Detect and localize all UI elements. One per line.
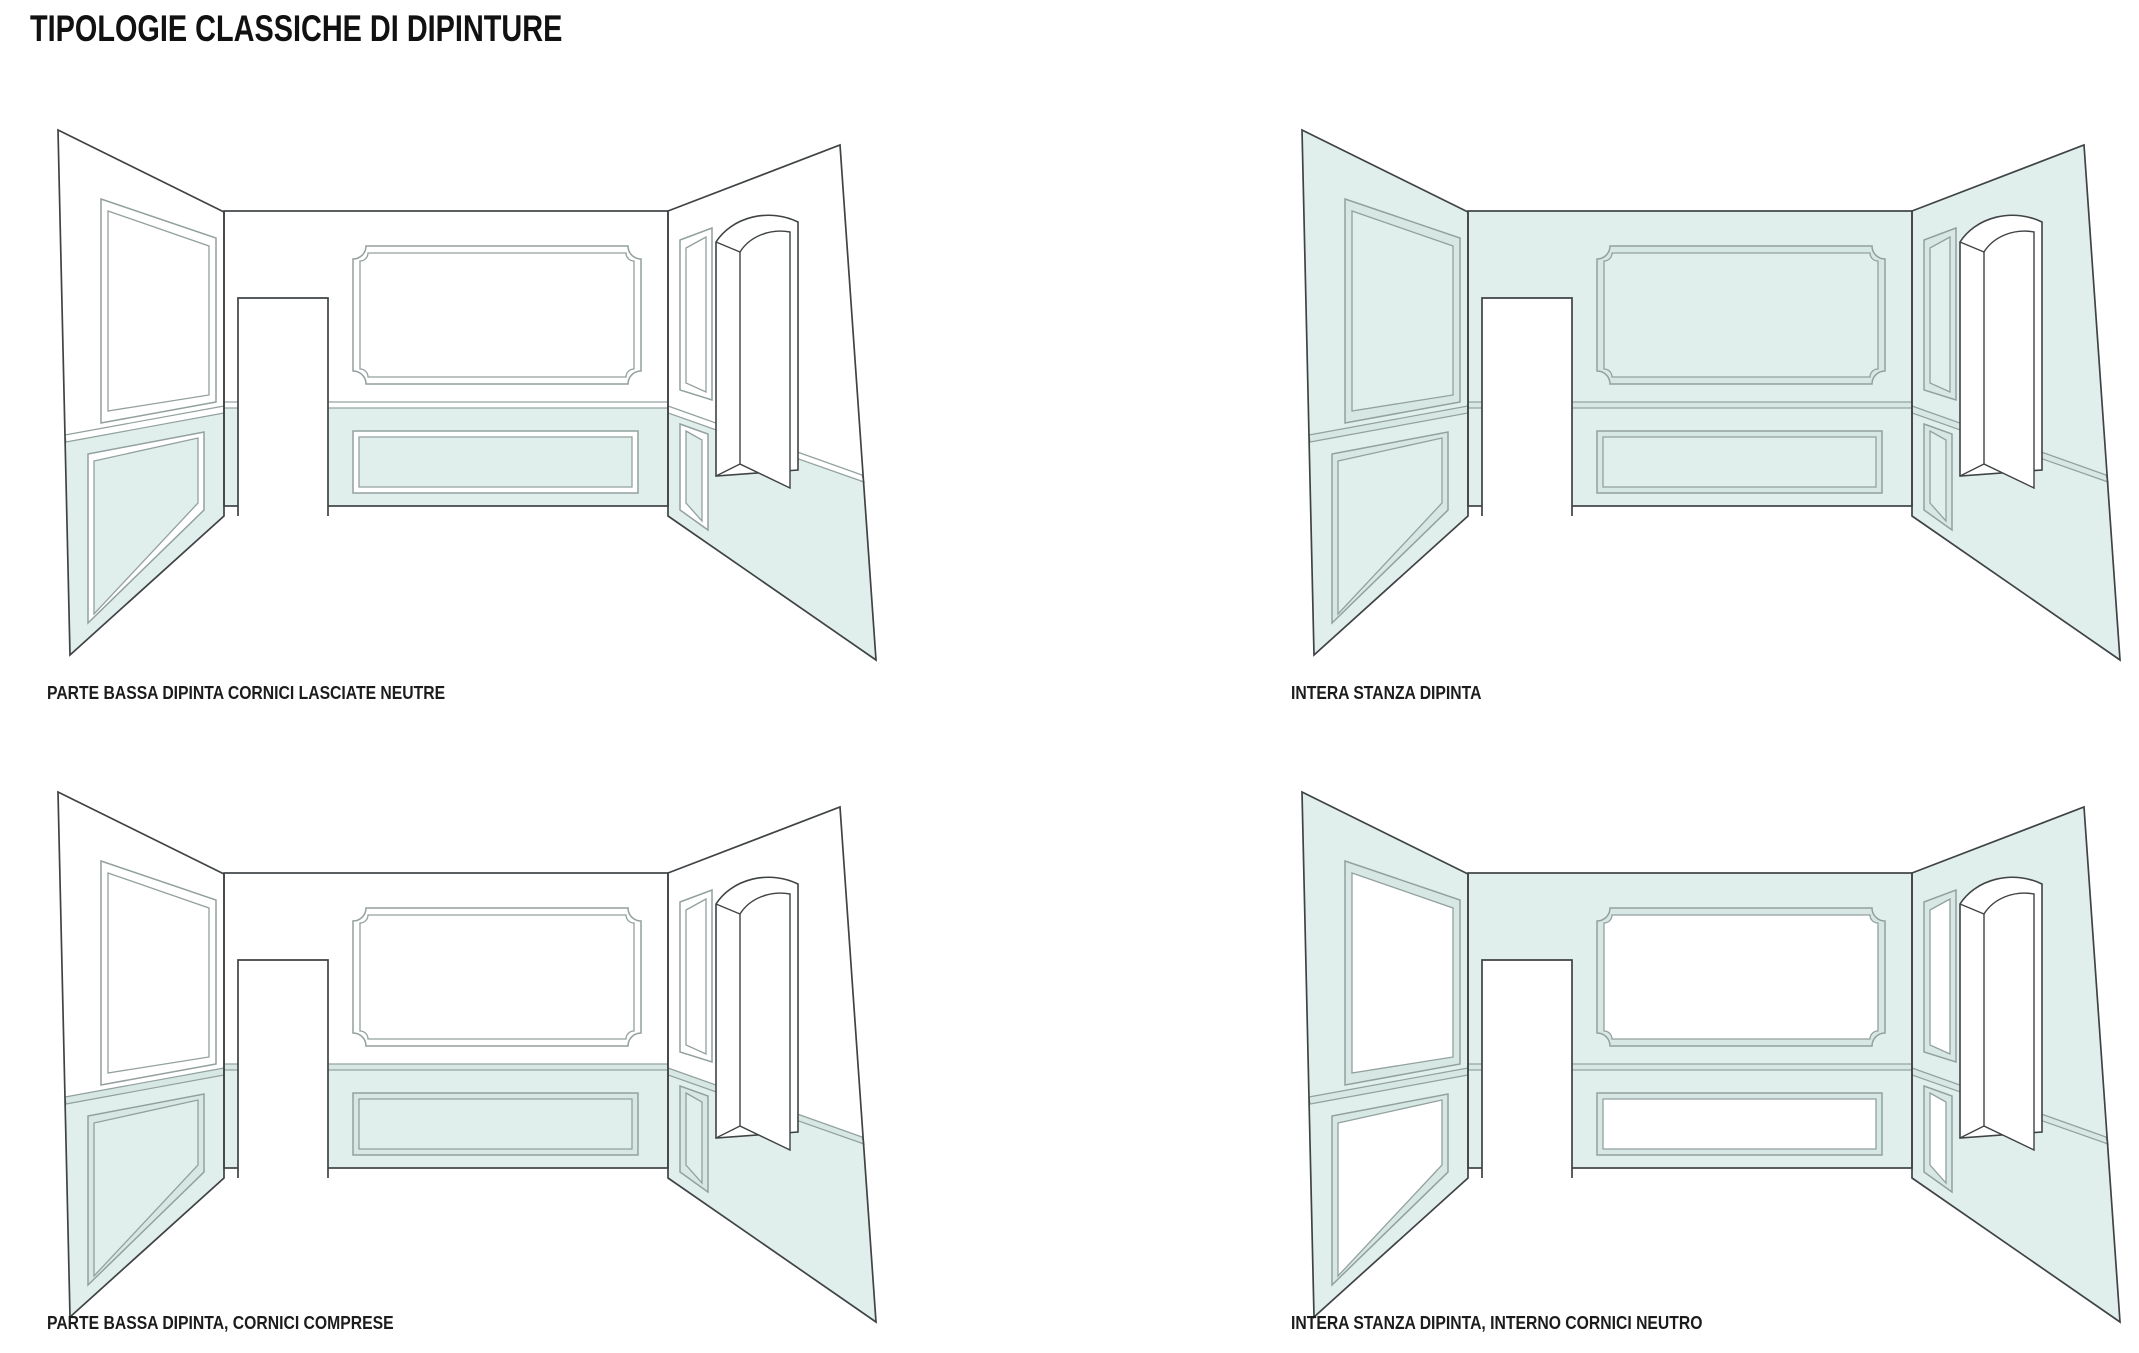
panel-molding-center-lower bbox=[1596, 430, 1883, 494]
page-title: TIPOLOGIE CLASSICHE DI DIPINTURE bbox=[30, 8, 713, 50]
panel-molding-left-upper bbox=[1344, 197, 1461, 424]
window-glass bbox=[1983, 892, 2035, 1152]
panel-molding-right-lower bbox=[679, 422, 709, 532]
door-opening bbox=[237, 959, 329, 1178]
arched-window bbox=[715, 214, 799, 490]
panel-molding-center-upper bbox=[1596, 245, 1886, 385]
panel-molding-left-upper bbox=[100, 859, 217, 1086]
diagram-cell-parte-bassa-cornici-neutre: PARTE BASSA DIPINTA CORNICI LASCIATE NEU… bbox=[40, 90, 890, 730]
panel-molding-right-upper bbox=[1923, 226, 1957, 402]
diagram-cell-intera-stanza-interno-neutro: INTERA STANZA DIPINTA, INTERNO CORNICI N… bbox=[1284, 752, 2134, 1353]
left-wall-outline bbox=[1301, 128, 1469, 657]
diagram-cell-intera-stanza-dipinta: INTERA STANZA DIPINTA bbox=[1284, 90, 2134, 730]
panel-molding-center-upper bbox=[352, 245, 642, 385]
panel-molding-right-lower bbox=[1923, 1084, 1953, 1194]
right-wall-outline bbox=[1911, 143, 2121, 662]
window-glass bbox=[739, 892, 791, 1152]
panel-molding-center-upper bbox=[352, 907, 642, 1047]
panel-molding-center-lower bbox=[352, 430, 639, 494]
arched-window bbox=[1959, 876, 2043, 1152]
window-glass bbox=[739, 230, 791, 490]
left-wall-outline bbox=[1301, 790, 1469, 1319]
panel-molding-left-lower bbox=[87, 1093, 205, 1287]
left-wall-outline bbox=[57, 128, 225, 657]
right-wall-outline bbox=[1911, 805, 2121, 1324]
diagram-cell-parte-bassa-cornici-comprese: PARTE BASSA DIPINTA, CORNICI COMPRESE bbox=[40, 752, 890, 1353]
panel-molding-right-upper bbox=[1923, 888, 1957, 1064]
room-perspective-diagram bbox=[1301, 128, 2121, 662]
door-opening bbox=[1481, 959, 1573, 1178]
panel-molding-left-upper bbox=[1344, 859, 1461, 1086]
room-perspective-diagram bbox=[1301, 790, 2121, 1324]
panel-molding-right-upper bbox=[679, 226, 713, 402]
diagram-caption: PARTE BASSA DIPINTA CORNICI LASCIATE NEU… bbox=[47, 682, 446, 703]
panel-molding-right-lower bbox=[1923, 422, 1953, 532]
panel-molding-left-lower bbox=[1331, 431, 1449, 625]
right-wall-outline bbox=[667, 805, 877, 1324]
room-perspective-diagram bbox=[57, 128, 877, 662]
panel-molding-right-lower bbox=[679, 1084, 709, 1194]
panel-molding-left-lower bbox=[1331, 1093, 1449, 1287]
door-opening bbox=[1481, 297, 1573, 516]
diagram-caption: INTERA STANZA DIPINTA bbox=[1291, 682, 1482, 703]
right-wall-outline bbox=[667, 143, 877, 662]
diagram-caption: INTERA STANZA DIPINTA, INTERNO CORNICI N… bbox=[1291, 1312, 1703, 1333]
panel-molding-center-upper bbox=[1596, 907, 1886, 1047]
left-wall-outline bbox=[57, 790, 225, 1319]
room-perspective-diagram bbox=[57, 790, 877, 1324]
door-opening bbox=[237, 297, 329, 516]
window-glass bbox=[1983, 230, 2035, 490]
panel-molding-left-upper bbox=[100, 197, 217, 424]
panel-molding-left-lower bbox=[87, 431, 205, 625]
arched-window bbox=[715, 876, 799, 1152]
arched-window bbox=[1959, 214, 2043, 490]
panel-molding-center-lower bbox=[352, 1092, 639, 1156]
panel-molding-center-lower bbox=[1596, 1092, 1883, 1156]
page-title-text: TIPOLOGIE CLASSICHE DI DIPINTURE bbox=[30, 8, 563, 49]
panel-molding-right-upper bbox=[679, 888, 713, 1064]
diagram-caption: PARTE BASSA DIPINTA, CORNICI COMPRESE bbox=[47, 1312, 394, 1333]
